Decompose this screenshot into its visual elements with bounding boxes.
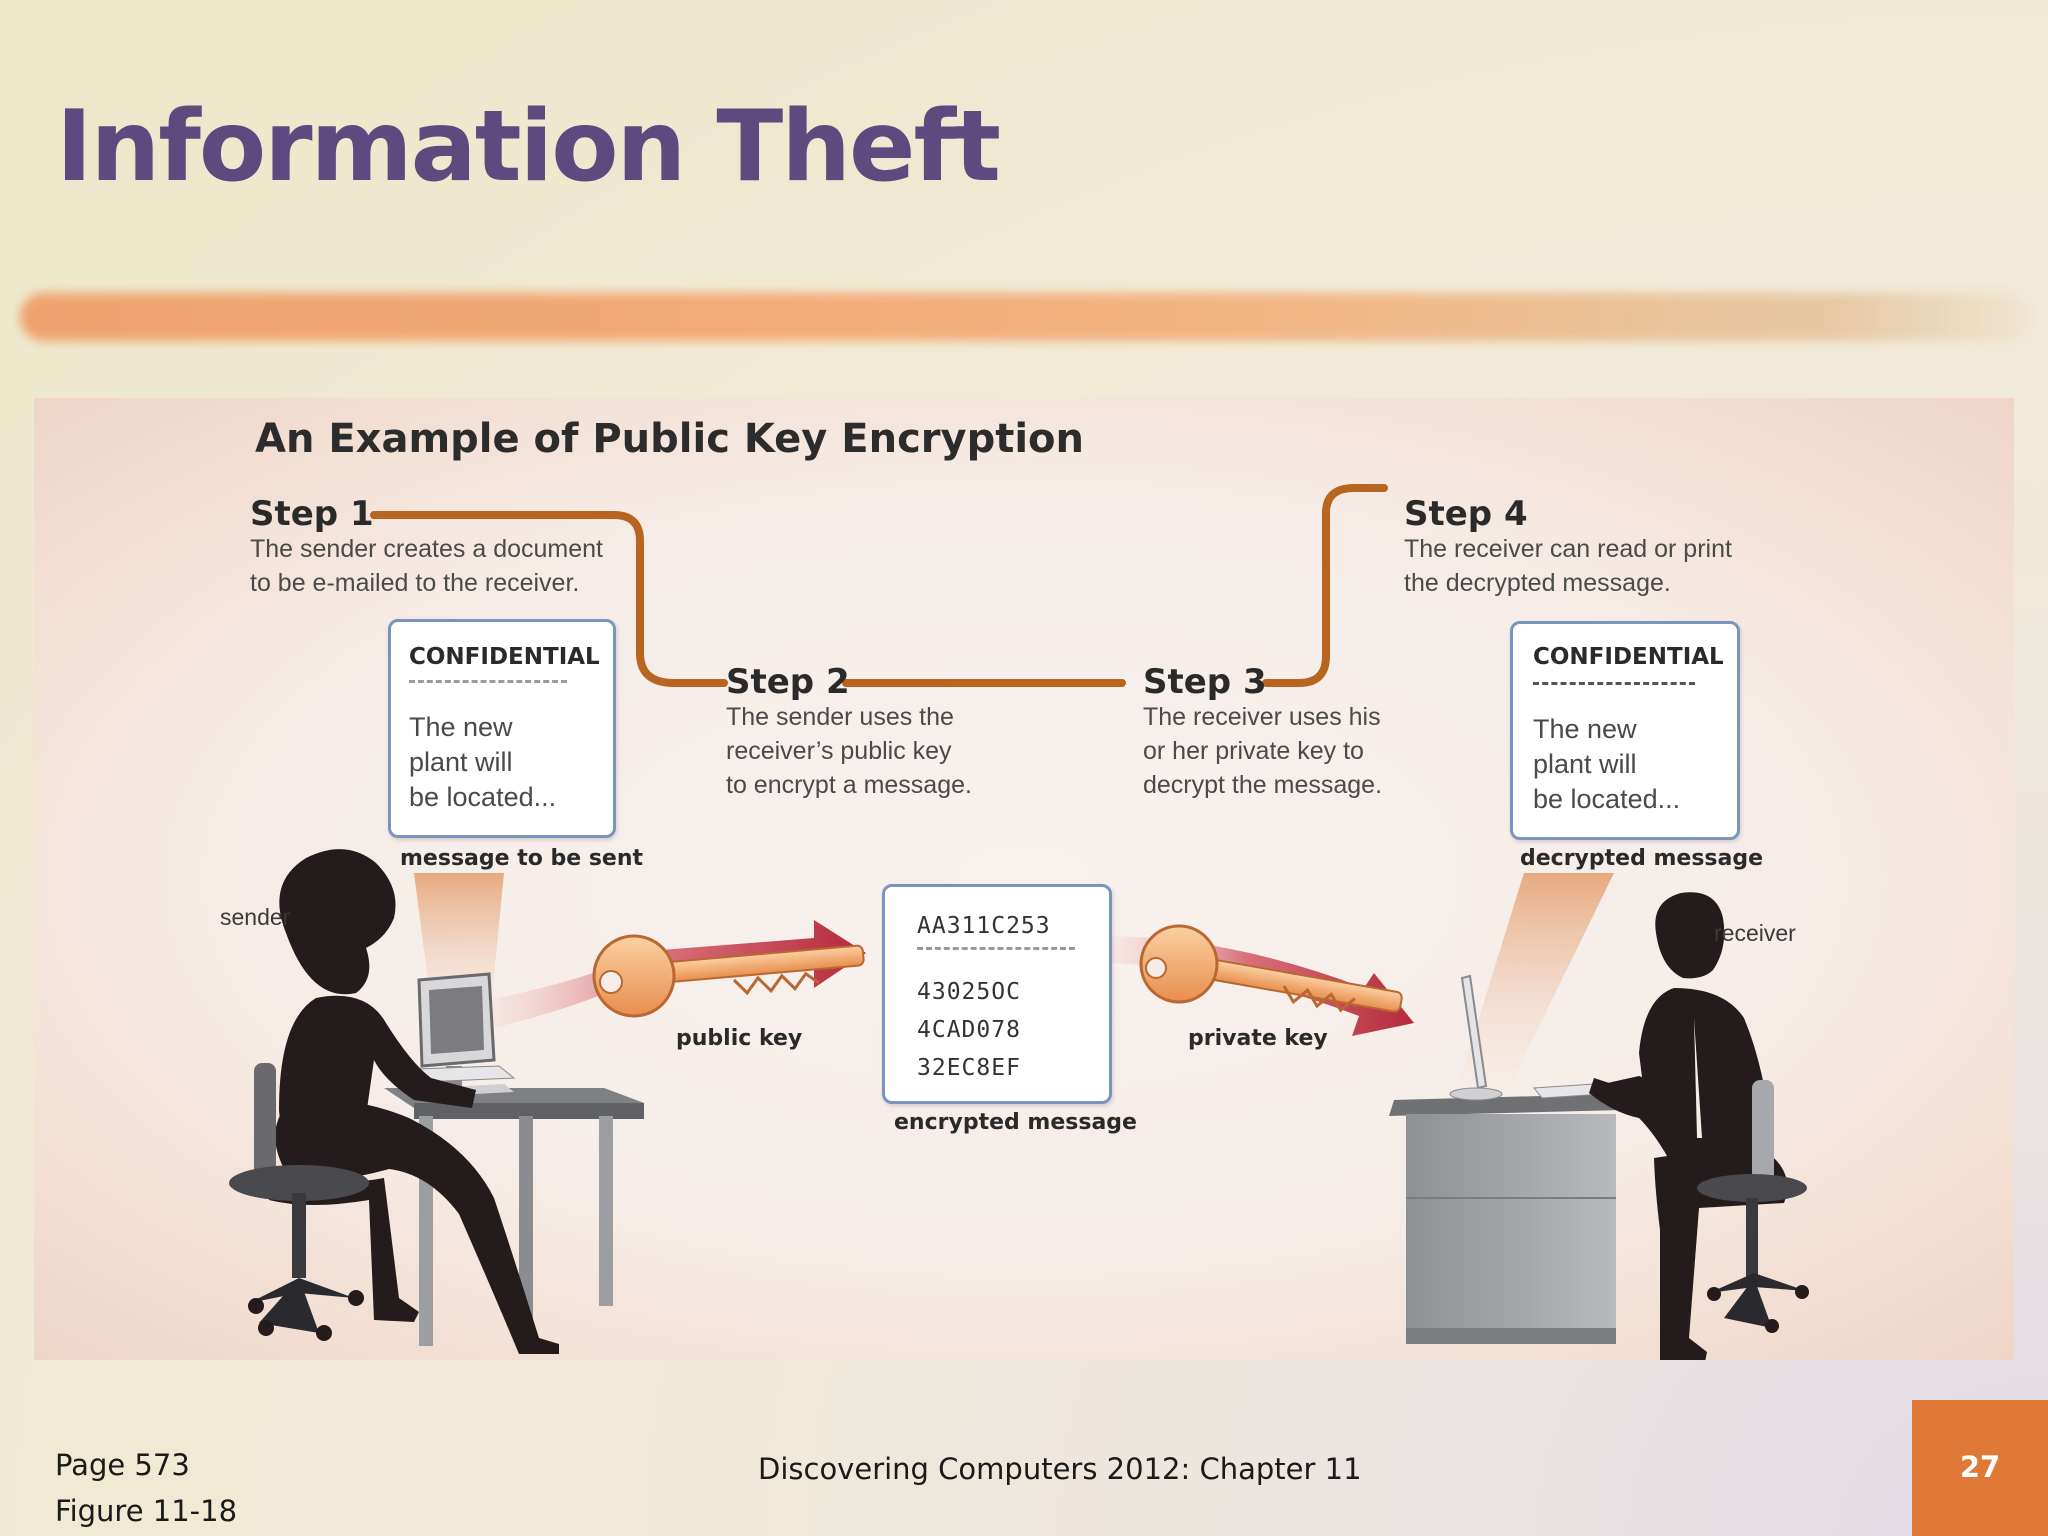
step-4-heading: Step 4 (1404, 494, 1528, 534)
document-divider (409, 680, 567, 683)
figure-panel: An Example of Public Key Encryption Step… (34, 398, 2014, 1360)
sender-silhouette (229, 849, 559, 1354)
figure-reference: Figure 11-18 (55, 1494, 238, 1528)
step-1-description: The sender creates a document to be e-ma… (250, 535, 603, 597)
step-connector-line (370, 484, 1388, 687)
step-3-description: The receiver uses his or her private key… (1143, 703, 1383, 799)
encrypted-line-1: 43025OC (917, 979, 1021, 1005)
encrypt-arrow (489, 920, 866, 1028)
slide-title: Information Theft (56, 90, 1001, 204)
receiver-silhouette (1589, 892, 1809, 1360)
footer-text: Discovering Computers 2012: Chapter 11 (758, 1452, 1362, 1486)
sender-label: sender (220, 904, 291, 930)
page-number-box: 27 (1912, 1400, 2048, 1536)
receiver-light-beam (1454, 873, 1614, 1098)
diagram-title: An Example of Public Key Encryption (255, 416, 1085, 462)
document-divider (917, 947, 1075, 950)
document-body: The new plant will be located... (1533, 714, 1681, 814)
step-1-heading: Step 1 (250, 494, 374, 534)
encrypted-line-2: 4CAD078 (917, 1017, 1021, 1043)
decrypted-message-document: CONFIDENTIAL The new plant will be locat… (1510, 621, 1740, 840)
document-heading: CONFIDENTIAL (409, 644, 600, 670)
step-2-description: The sender uses the receiver’s public ke… (726, 703, 972, 799)
encrypted-message-caption: encrypted message (894, 1110, 1137, 1135)
receiver-label: receiver (1714, 920, 1796, 946)
receiver-workstation (1389, 974, 1622, 1344)
step-3-heading: Step 3 (1143, 662, 1267, 702)
private-key-label: private key (1188, 1026, 1328, 1051)
encrypted-line-3: 32EC8EF (917, 1055, 1021, 1081)
document-body: The new plant will be located... (409, 712, 557, 812)
message-to-be-sent-caption: message to be sent (400, 846, 644, 871)
page-reference: Page 573 (55, 1448, 190, 1482)
document-heading: CONFIDENTIAL (1533, 644, 1724, 670)
step-2-heading: Step 2 (726, 662, 850, 702)
document-divider (1533, 682, 1695, 685)
public-key-icon (592, 934, 865, 1018)
step-4-description: The receiver can read or print the decry… (1404, 535, 1732, 597)
message-to-be-sent-document: CONFIDENTIAL The new plant will be locat… (388, 619, 616, 838)
figure-graphics (229, 484, 1809, 1360)
public-key-label: public key (676, 1026, 803, 1051)
encrypted-heading: AA311C253 (917, 913, 1051, 939)
private-key-icon (1139, 924, 1403, 1013)
encrypted-message-document: AA311C253 43025OC 4CAD078 32EC8EF (882, 884, 1112, 1104)
page-number: 27 (1959, 1450, 2001, 1484)
decrypted-message-caption: decrypted message (1520, 846, 1764, 871)
footer-references: Page 573 Figure 11-18 (55, 1442, 237, 1534)
accent-bar (20, 293, 2030, 341)
